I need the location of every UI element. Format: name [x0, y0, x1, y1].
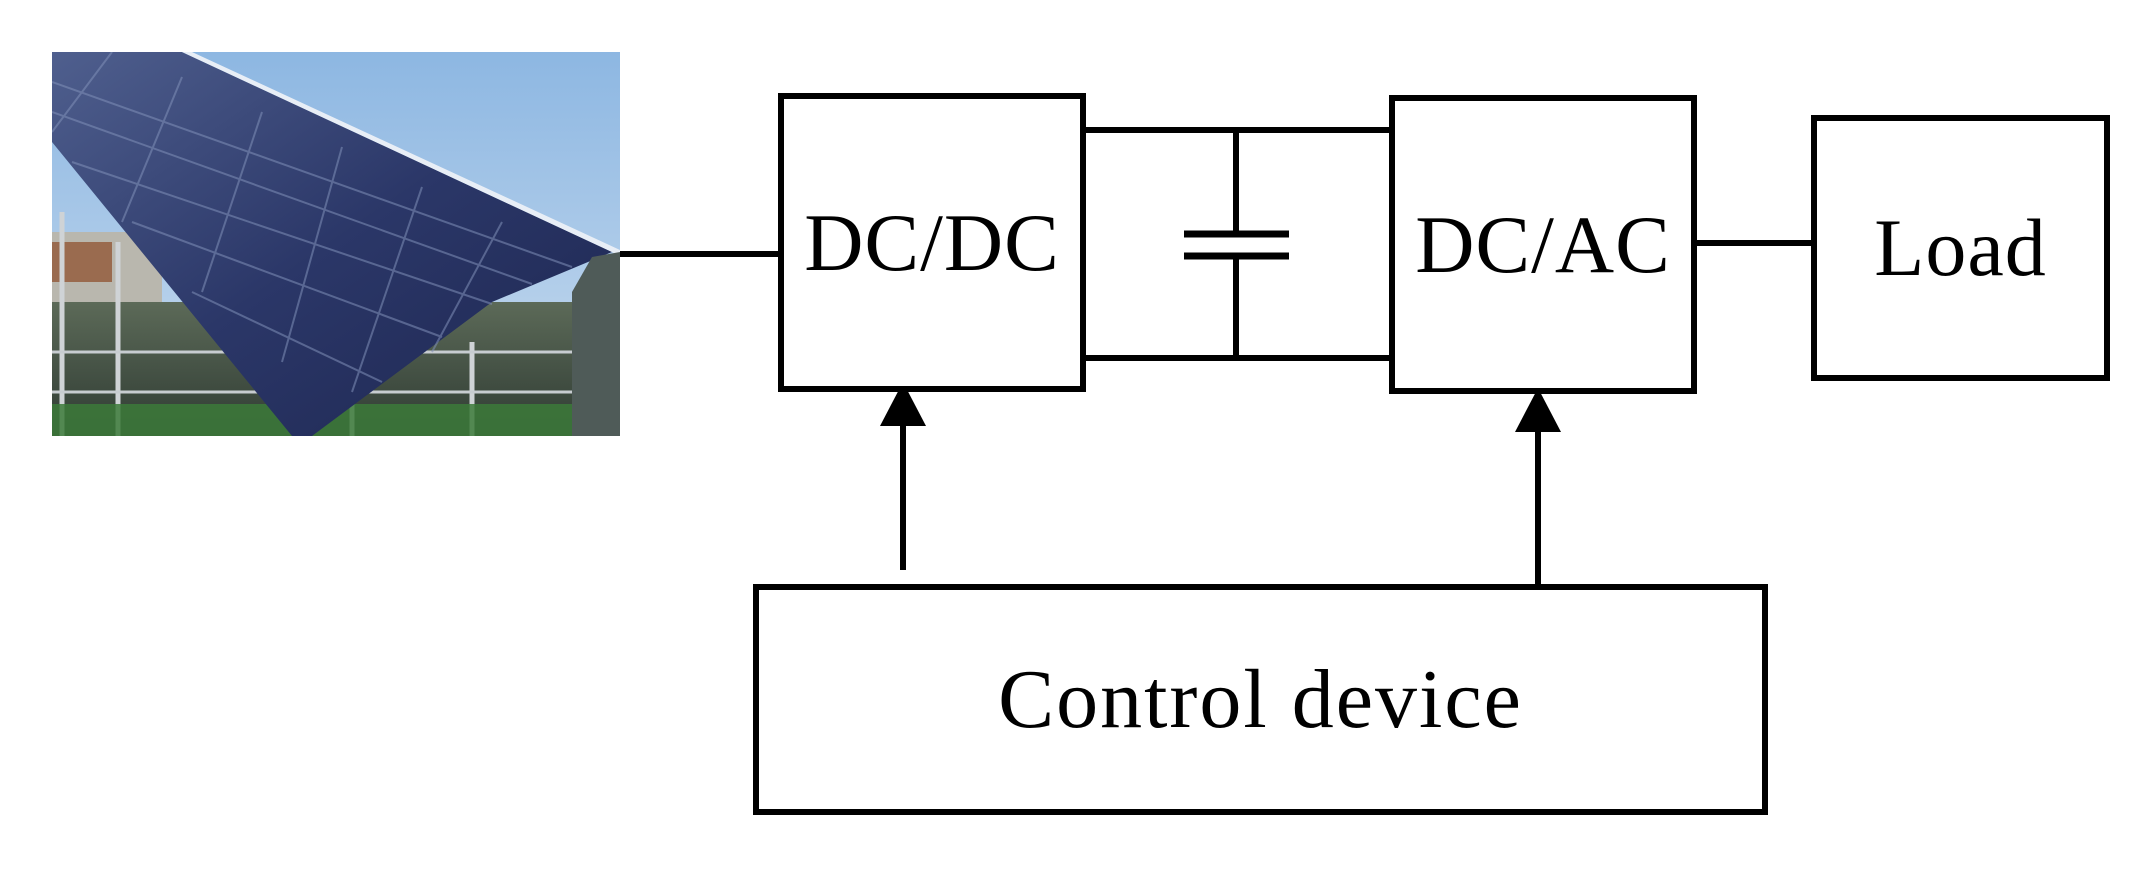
dc-ac-label: DC/AC: [1415, 198, 1671, 290]
arrowhead-to-dcac: [1515, 388, 1561, 432]
control-device-block: Control device: [753, 584, 1768, 815]
dc-dc-label: DC/DC: [804, 196, 1060, 288]
dc-dc-converter-block: DC/DC: [778, 93, 1086, 392]
load-block: Load: [1811, 115, 2110, 381]
control-device-label: Control device: [998, 652, 1523, 746]
load-label: Load: [1874, 202, 2047, 293]
solar-panel-photo: [52, 52, 620, 436]
dc-ac-inverter-block: DC/AC: [1389, 95, 1697, 394]
capacitor-icon: [1184, 230, 1289, 260]
arrowhead-to-dcdc: [880, 382, 926, 426]
